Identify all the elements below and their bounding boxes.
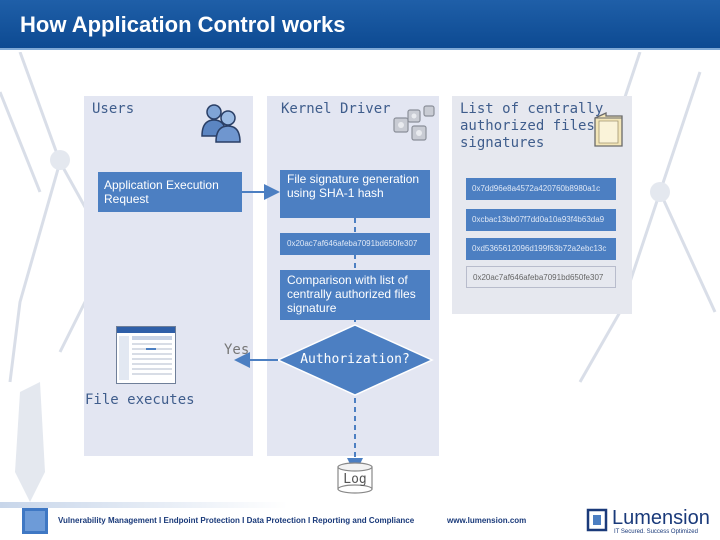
- users-icon: [201, 104, 241, 143]
- kernel-driver-label: Kernel Driver: [281, 101, 391, 117]
- log-label: Log: [343, 472, 367, 487]
- hash-generation-box: File signature generation using SHA-1 ha…: [280, 170, 430, 218]
- lumension-logo-icon: [586, 508, 608, 532]
- footer-strip: [0, 502, 720, 508]
- file-executes-label: File executes: [85, 392, 195, 408]
- slide-title: How Application Control works: [20, 12, 346, 37]
- users-panel: [84, 96, 253, 456]
- yes-label: Yes: [224, 342, 250, 358]
- users-label: Users: [92, 101, 135, 117]
- brand-name: Lumension: [612, 507, 710, 529]
- comparison-box: Comparison with list of centrally author…: [280, 270, 430, 320]
- authorized-hash-item: 0xd5365612096d199f63b72a2ebc13c: [466, 238, 616, 260]
- authorized-hash-item-matched: 0x20ac7af646afeba7091bd650fe307: [466, 266, 616, 288]
- authorized-list-label: List of centrally authorized files signa…: [460, 101, 604, 151]
- footer-url[interactable]: www.lumension.com: [447, 516, 527, 525]
- brand-slogan: IT Secured. Success Optimized: [614, 529, 698, 535]
- application-screenshot: [116, 326, 176, 384]
- authorized-hash-item: 0x7dd96e8a4572a420760b8980a1c: [466, 178, 616, 200]
- folder-icon: [594, 111, 623, 147]
- authorization-diamond: [276, 324, 434, 396]
- log-cylinder: [337, 462, 373, 494]
- authorized-hash-item: 0xcbac13bb07f7dd0a10a93f4b63da9: [466, 209, 616, 231]
- footer-tagline: Vulnerability Management I Endpoint Prot…: [58, 516, 415, 525]
- computed-hash-box: 0x20ac7af646afeba7091bd650fe307: [280, 233, 430, 255]
- footer-square-icon: [22, 508, 48, 534]
- execution-request-box: Application Execution Request: [98, 172, 242, 212]
- gears-icon: [393, 105, 435, 141]
- footer: Vulnerability Management I Endpoint Prot…: [0, 502, 720, 540]
- authorization-label: Authorization?: [300, 352, 410, 367]
- title-bar: How Application Control works: [0, 0, 720, 50]
